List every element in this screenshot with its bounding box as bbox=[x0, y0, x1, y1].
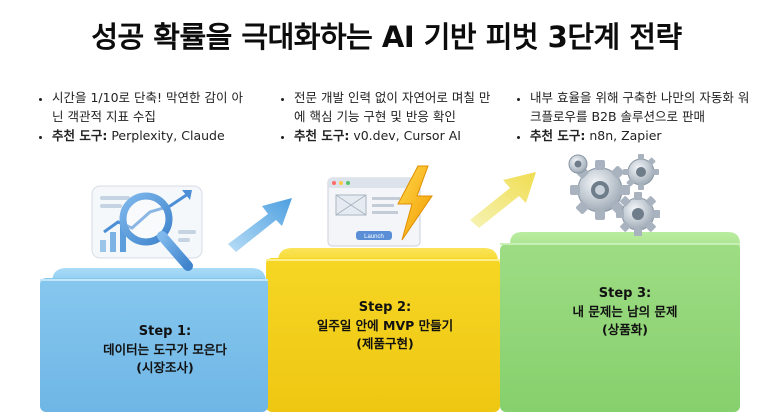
step-1-category: (시장조사) bbox=[136, 360, 194, 375]
gears-icon bbox=[568, 154, 660, 236]
page-title: 성공 확률을 극대화하는 AI 기반 피벗 3단계 전략 bbox=[91, 20, 682, 54]
step-2-name: 일주일 안에 MVP 만들기 bbox=[316, 318, 454, 333]
step-3-bullet-1: 내부 효율을 위해 구축한 나만의 자동화 워크플로우를 B2B 솔루션으로 판… bbox=[530, 88, 756, 126]
step-3-description: 내부 효율을 위해 구축한 나만의 자동화 워크플로우를 B2B 솔루션으로 판… bbox=[516, 88, 756, 145]
arrow-up-right-icon bbox=[228, 198, 292, 252]
step-2-block bbox=[266, 248, 500, 412]
step-2-description: 전문 개발 인력 없이 자연어로 며칠 만에 핵심 기능 구현 및 반응 확인 … bbox=[280, 88, 495, 145]
step-1-block bbox=[40, 268, 268, 412]
step-1-title: Step 1: bbox=[138, 324, 192, 339]
step-1-label: Step 1: 데이터는 도구가 모은다 (시장조사) bbox=[65, 323, 265, 377]
step-2-label: Step 2: 일주일 안에 MVP 만들기 (제품구현) bbox=[275, 299, 495, 353]
step-3-title: Step 3: bbox=[598, 286, 652, 301]
magnifier-chart-icon bbox=[91, 185, 203, 271]
launch-button-label: Launch bbox=[364, 234, 384, 240]
step-3-label: Step 3: 내 문제는 남의 문제 (상품화) bbox=[515, 285, 735, 339]
step-1-bullet-2: 추천 도구: Perplexity, Claude bbox=[52, 126, 243, 145]
step-2-bullet-2: 추천 도구: v0.dev, Cursor AI bbox=[294, 126, 495, 145]
launch-button-mockup bbox=[356, 231, 392, 240]
arrow-up-right-icon bbox=[470, 172, 536, 228]
step-3-bullet-2: 추천 도구: n8n, Zapier bbox=[530, 126, 756, 145]
step-2-category: (제품구현) bbox=[356, 336, 414, 351]
step-2-bullet-1: 전문 개발 인력 없이 자연어로 며칠 만에 핵심 기능 구현 및 반응 확인 bbox=[294, 88, 495, 126]
step-3-category: (상품화) bbox=[602, 322, 648, 337]
step-3-block bbox=[500, 232, 740, 412]
step-2-title: Step 2: bbox=[358, 300, 412, 315]
step-1-description: 시간을 1/10로 단축! 막연한 감이 아닌 객관적 지표 수집 추천 도구:… bbox=[38, 88, 243, 145]
step-3-name: 내 문제는 남의 문제 bbox=[572, 304, 678, 319]
step-1-name: 데이터는 도구가 모은다 bbox=[103, 342, 227, 357]
step-1-bullet-1: 시간을 1/10로 단축! 막연한 감이 아닌 객관적 지표 수집 bbox=[52, 88, 243, 126]
browser-lightning-icon: Launch bbox=[327, 165, 433, 247]
